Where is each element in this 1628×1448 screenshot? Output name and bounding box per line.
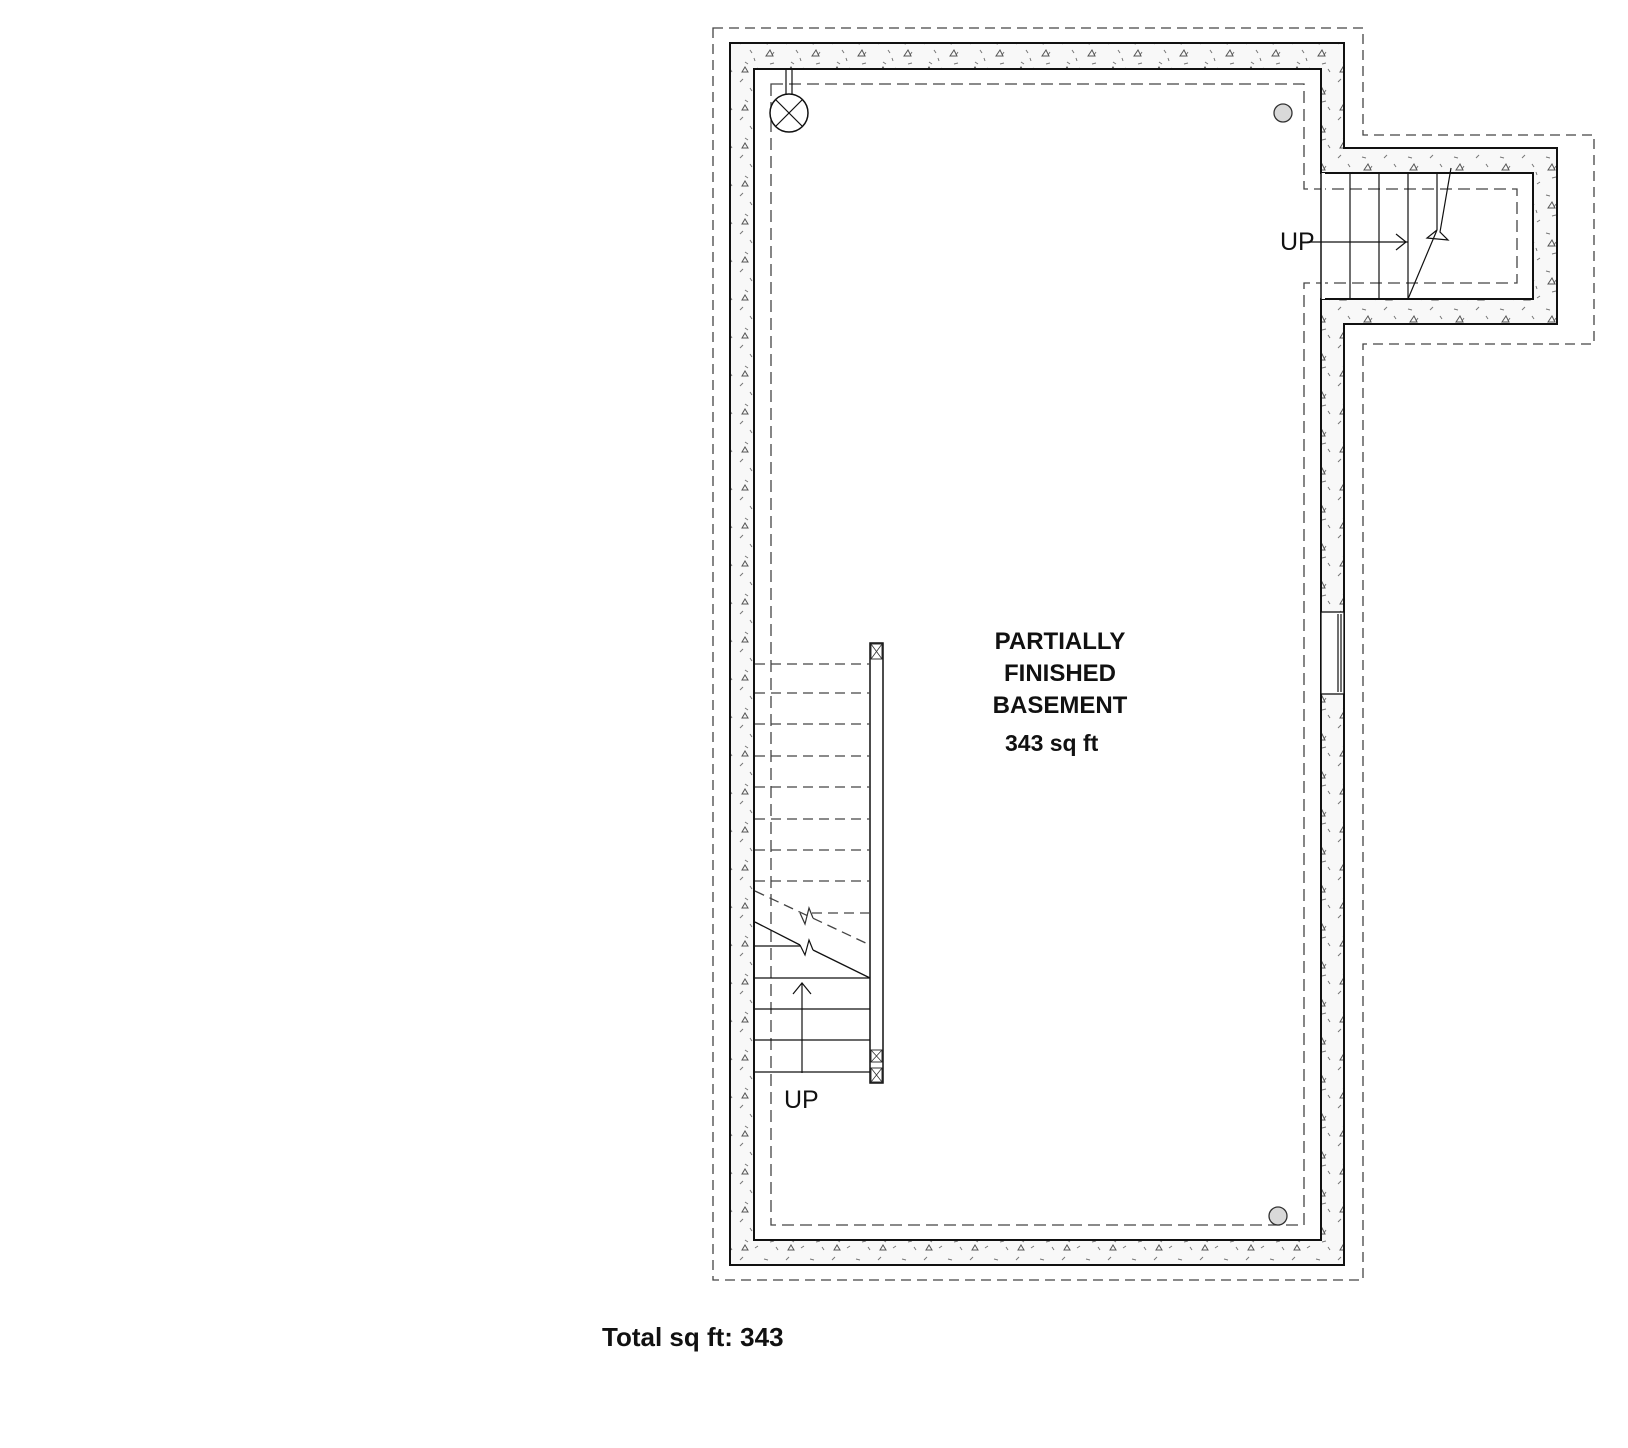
total-square-footage: Total sq ft: 343 — [602, 1322, 784, 1352]
room-name-line2: FINISHED — [1003, 660, 1116, 687]
room-name-line3: BASEMENT — [992, 692, 1128, 719]
post-bottom-right-icon — [1268, 1206, 1288, 1226]
interior-stair — [754, 642, 884, 1084]
floor-drain-icon — [769, 69, 809, 133]
room-area: 343 sq ft — [1005, 730, 1099, 756]
stair-up-label-interior: UP — [784, 1086, 819, 1114]
exterior-stair — [1307, 167, 1452, 300]
up-arrow-head-icon — [792, 982, 812, 995]
post-top-right-icon — [1273, 103, 1293, 123]
window-icon — [1320, 611, 1345, 695]
interior-finish-line — [770, 83, 1518, 1226]
room-name-line1: PARTIALLY — [994, 628, 1126, 655]
foundation-wall — [729, 42, 1558, 1266]
stair-up-label-exterior: UP — [1280, 228, 1315, 256]
room-name: PARTIALLY FINISHED BASEMENT — [960, 626, 1160, 722]
